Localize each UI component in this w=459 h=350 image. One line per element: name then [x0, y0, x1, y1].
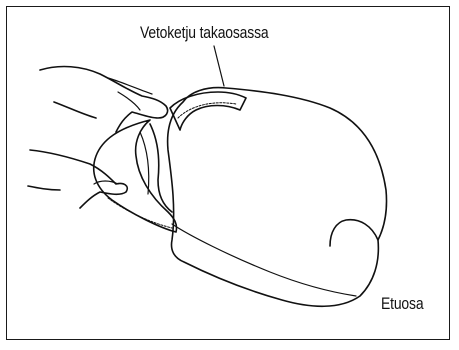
- cushion-fold-line: [330, 220, 378, 246]
- hand-upper-finger-2: [118, 92, 140, 110]
- cover-opening: [94, 120, 177, 232]
- zipper-line: [178, 103, 236, 118]
- cover-inner-panel: [150, 124, 172, 212]
- front-side-label: Etuosa: [381, 295, 423, 312]
- cushion-gusset: [172, 224, 356, 296]
- cover-opening-stitch: [108, 198, 172, 228]
- leader-line: [214, 46, 224, 86]
- zipper-back-label: Vetoketju takaosassa: [140, 24, 268, 41]
- zipper-flap: [170, 92, 246, 130]
- cushion-body: [168, 88, 387, 307]
- hand-upper-finger-1: [108, 78, 152, 94]
